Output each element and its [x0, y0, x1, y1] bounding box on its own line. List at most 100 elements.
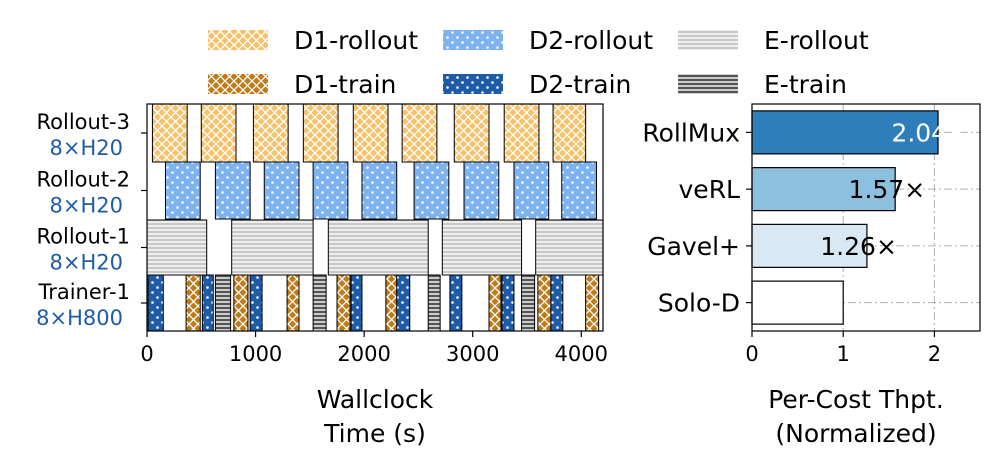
gantt-task-d2_train — [201, 274, 214, 332]
bar-category-label: RollMux — [642, 118, 740, 147]
gantt-task-d2_rollout — [214, 161, 251, 220]
bar-rollmux: 2.04× — [751, 110, 968, 155]
bar-rect — [751, 223, 868, 268]
legend-swatch-d1_rollout — [208, 30, 268, 50]
legend-label-d1_rollout: D1-rollout — [294, 26, 418, 55]
gantt-task-d1_rollout — [552, 103, 587, 163]
gantt-task-e_rollout — [146, 219, 208, 276]
gantt-xtick-label: 0 — [140, 342, 153, 366]
legend-entry-d2_train: D2-train — [443, 70, 631, 99]
legend-swatch-d2_train — [443, 74, 503, 94]
legend-entry-d1_rollout: D1-rollout — [208, 26, 418, 55]
gantt-task-d1_train — [233, 274, 249, 332]
gantt-frame — [146, 103, 604, 332]
gantt-row-2 — [146, 219, 604, 276]
gantt-task-d1_rollout — [252, 103, 289, 163]
gantt-task-e_train — [214, 274, 232, 332]
gantt-row-0 — [151, 103, 587, 163]
legend-swatch-e_rollout — [678, 30, 738, 50]
gantt-task-d1_rollout — [503, 103, 540, 163]
gantt-row-label: Rollout-3 — [37, 110, 131, 134]
gantt-task-e_rollout — [441, 219, 523, 276]
bar-verl: 1.57× — [751, 167, 926, 212]
legend-label-d2_train: D2-train — [529, 70, 631, 99]
bar-category-label: Gavel+ — [647, 232, 740, 261]
bar-xtick-label: 1 — [837, 342, 850, 366]
gantt-row-3 — [147, 274, 600, 332]
gantt-task-d2_rollout — [413, 161, 450, 220]
legend-label-e_train: E-train — [764, 70, 847, 99]
gantt-xlabel: Time (s) — [323, 419, 426, 448]
gantt-xtick-label: 2000 — [337, 342, 390, 366]
gantt-task-e_rollout — [327, 219, 429, 276]
gantt-task-d1_train — [336, 274, 351, 332]
gantt-row-sublabel: 8×H20 — [50, 251, 123, 275]
gantt-row-sublabel: 8×H800 — [36, 306, 123, 330]
gantt-task-d2_rollout — [463, 161, 500, 220]
gantt-task-d1_train — [537, 274, 552, 332]
gantt-task-d1_rollout — [401, 103, 438, 163]
gantt-task-e_rollout — [231, 219, 314, 276]
gantt-task-d2_rollout — [561, 161, 597, 220]
gantt-task-e_train — [427, 274, 441, 332]
gantt-task-d1_rollout — [453, 103, 490, 163]
bar-chart: 2.04× RollMux 1.57× veRL 1.26× Gavel+ Solo-D0 1… — [642, 103, 981, 448]
gantt-row-sublabel: 8×H20 — [50, 136, 123, 160]
legend-swatch-d2_rollout — [443, 30, 503, 50]
gantt-task-d2_train — [550, 274, 564, 332]
gantt-task-d2_train — [147, 274, 164, 332]
legend-swatch-d1_train — [208, 74, 268, 94]
gantt-task-d1_train — [286, 274, 300, 332]
gantt-row-label: Rollout-1 — [37, 225, 131, 249]
legend-entry-d1_train: D1-train — [208, 70, 396, 99]
gantt-task-d1_rollout — [352, 103, 389, 163]
gantt-task-d1_rollout — [302, 103, 339, 163]
gantt-task-e_train — [521, 274, 536, 332]
bar-xlabel: Per-Cost Thpt. — [768, 385, 944, 414]
legend-entry-e_rollout: E-rollout — [678, 26, 869, 55]
bar-xlabel: (Normalized) — [775, 419, 936, 448]
gantt-task-d1_train — [585, 274, 600, 332]
gantt-task-d2_train — [501, 274, 515, 332]
gantt-task-d1_rollout — [200, 103, 237, 163]
legend-label-e_rollout: E-rollout — [764, 26, 869, 55]
gantt-xtick-label: 3000 — [446, 342, 499, 366]
gantt-task-d2_train — [396, 274, 411, 332]
gantt-task-d2_rollout — [312, 161, 349, 220]
gantt-row-label: Trainer-1 — [37, 280, 130, 304]
gantt-task-d2_train — [249, 274, 263, 332]
bar-rect — [751, 167, 896, 212]
bar-solo-d — [751, 280, 844, 325]
bar-gavel-: 1.26× — [751, 223, 897, 268]
legend-label-d2_rollout: D2-rollout — [529, 26, 653, 55]
bar-value-label: 1.57× — [849, 175, 926, 204]
bar-category-label: Solo-D — [658, 289, 740, 318]
gantt-task-d2_rollout — [164, 161, 201, 220]
gantt-task-e_rollout — [535, 219, 604, 276]
gantt-task-d1_rollout — [151, 103, 188, 163]
gantt-row-label: Rollout-2 — [37, 168, 131, 192]
gantt-xtick-label: 1000 — [229, 342, 282, 366]
gantt-task-d2_rollout — [513, 161, 550, 220]
gantt-xlabel: Wallclock — [317, 385, 434, 414]
bar-rect — [751, 280, 844, 325]
gantt-task-d2_rollout — [361, 161, 398, 220]
bar-rect — [751, 110, 939, 155]
bar-value-label: 2.04× — [891, 118, 968, 147]
gantt-task-d2_rollout — [263, 161, 300, 220]
bar-category-label: veRL — [679, 175, 741, 204]
legend-label-d1_train: D1-train — [294, 70, 396, 99]
bar-xtick-label: 0 — [745, 342, 758, 366]
gantt-xtick-label: 4000 — [555, 342, 608, 366]
legend-entry-d2_rollout: D2-rollout — [443, 26, 653, 55]
gantt-row-sublabel: 8×H20 — [50, 194, 123, 218]
gantt-task-e_train — [312, 274, 327, 332]
legend-entry-e_train: E-train — [678, 70, 847, 99]
legend-swatch-e_train — [678, 74, 738, 94]
gantt-task-d1_train — [185, 274, 201, 332]
bar-value-label: 1.26× — [820, 232, 897, 261]
gantt-task-d2_train — [350, 274, 363, 332]
gantt-row-1 — [164, 161, 597, 220]
